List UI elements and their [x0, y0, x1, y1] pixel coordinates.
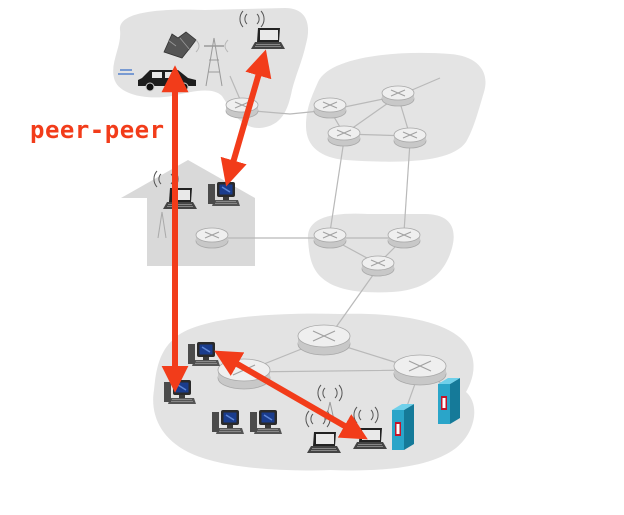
satellite-icon: [163, 31, 197, 59]
speed-lines: [118, 69, 134, 75]
cell-tower-icon: [204, 37, 224, 87]
router-icon: [393, 127, 427, 149]
arrow-enterprise-pc-to-laptop: [214, 350, 368, 440]
router-icon: [381, 85, 415, 107]
router-icon: [297, 324, 351, 356]
peer-arrows: [161, 49, 368, 440]
mobile-network-region: [113, 8, 309, 129]
router-icon: [217, 358, 271, 390]
router-icon: [313, 97, 347, 119]
server-icon: [438, 378, 460, 424]
server-icon: [392, 404, 414, 450]
global-isp-region: [307, 213, 454, 293]
router-icon: [195, 227, 229, 249]
house-icon: [121, 160, 255, 266]
router-icon: [361, 255, 395, 277]
router-icon: [387, 227, 421, 249]
router-icon: [313, 227, 347, 249]
router-icon: [327, 125, 361, 147]
router-icon: [393, 354, 447, 386]
arrow-laptop-to-home: [220, 49, 272, 187]
peer-peer-label: peer-peer: [30, 116, 165, 144]
